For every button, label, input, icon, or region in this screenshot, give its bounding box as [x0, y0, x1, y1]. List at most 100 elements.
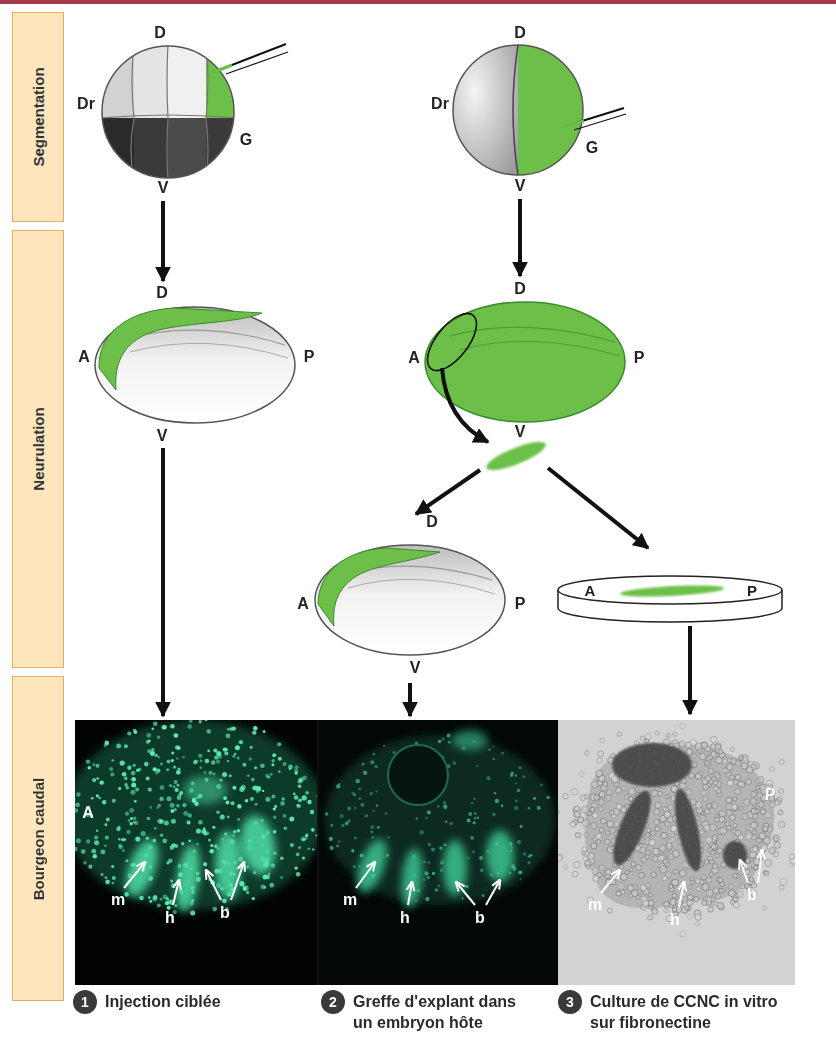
culture-photo: [762, 906, 766, 910]
culture-photo: [652, 909, 658, 915]
culture-photo: [754, 865, 758, 869]
culture-photo: [646, 832, 650, 836]
fluorescence-photo: [204, 771, 207, 774]
culture-photo: [655, 802, 661, 808]
culture-photo: [723, 841, 747, 869]
fluorescence-photo: [373, 810, 375, 812]
eight-cell-embryo: [100, 115, 240, 118]
culture-photo: [685, 906, 689, 910]
process-arrow: [161, 201, 165, 281]
fluorescence-photo: [188, 813, 192, 817]
fluorescence-photo: [176, 757, 178, 759]
fluorescence-photo: [363, 771, 367, 775]
culture-photo: [709, 780, 714, 785]
culture-photo: [621, 786, 626, 791]
fluorescence-photo: [213, 773, 216, 776]
panel-divider: [317, 720, 319, 985]
culture-photo: [712, 835, 718, 841]
culture-photo: [706, 890, 713, 897]
two-cell-embryo: [450, 42, 520, 182]
fluorescence-photo: [183, 811, 188, 816]
fluorescence-photo: [443, 805, 447, 809]
culture-photo: [603, 782, 608, 787]
axis-label: V: [515, 424, 526, 440]
culture-photo: [706, 897, 711, 902]
fluorescence-photo: [139, 896, 144, 901]
culture-photo: [660, 855, 666, 861]
fluorescence-photo: [118, 845, 123, 850]
fluorescence-photo: [302, 856, 305, 859]
fluorescence-photo: [157, 806, 160, 809]
fluorescence-photo: [298, 785, 301, 788]
culture-dish: [558, 576, 782, 604]
fluorescence-photo: [94, 836, 98, 840]
fluorescence-photo: [141, 831, 146, 836]
fluorescence-photo: [249, 757, 252, 760]
culture-photo: [708, 768, 714, 774]
culture-photo: [607, 789, 613, 795]
fluorescence-photo: [75, 847, 78, 852]
fluorescence-photo: [377, 826, 380, 829]
fluorescence-photo: [262, 790, 264, 792]
culture-photo: [720, 827, 727, 834]
culture-photo: [606, 786, 658, 869]
culture-photo: [585, 852, 589, 856]
culture-photo: [738, 835, 743, 840]
fluorescence-photo: [473, 821, 476, 824]
fluorescence-photo: [147, 817, 151, 821]
fluorescence-photo: [533, 797, 536, 800]
culture-photo: [604, 839, 609, 844]
fluorescence-photo: [110, 772, 114, 776]
fluorescence-photo: [160, 833, 164, 837]
fluorescence-photo: [260, 884, 265, 889]
fluorescence-photo: [174, 904, 177, 907]
culture-photo: [734, 781, 738, 785]
fluorescence-photo: [486, 830, 514, 882]
culture-photo: [707, 804, 712, 809]
fluorescence-photo: [294, 795, 298, 799]
fluorescence-photo: [376, 805, 378, 807]
culture-photo: [585, 743, 775, 908]
fluorescence-photo: [234, 753, 236, 755]
culture-photo: [664, 902, 670, 908]
fluorescence-photo: [231, 801, 235, 805]
culture-photo: [574, 861, 581, 868]
culture-photo: [583, 856, 587, 860]
structure-label: m: [588, 897, 602, 913]
fluorescence-photo: [518, 871, 522, 875]
culture-photo: [714, 787, 718, 791]
culture-photo: [722, 768, 727, 773]
embryo-outline: [102, 46, 234, 178]
fluorescence-photo: [172, 785, 175, 788]
fluorescence-photo: [182, 803, 186, 807]
fluorescence-photo: [510, 772, 514, 776]
fluorescence-photo: [149, 900, 152, 903]
panel-caption: 2Greffe d'explant dans un embryon hôte: [321, 990, 533, 1034]
culture-photo: [617, 883, 624, 890]
fluorescence-photo: [91, 797, 94, 800]
fluorescence-photo: [99, 797, 102, 800]
fluorescence-photo: [96, 794, 99, 797]
culture-photo: [582, 847, 587, 852]
fluorescence-photo: [443, 801, 446, 804]
culture-photo: [780, 885, 784, 889]
fluorescence-photo: [220, 815, 225, 820]
axis-label: D: [426, 514, 438, 530]
fluorescence-photo: [250, 797, 254, 801]
injection-needle: [214, 65, 232, 72]
culture-photo: [662, 876, 667, 881]
fluorescence-photo: [124, 838, 127, 841]
fluorescence-photo: [151, 727, 154, 730]
fluorescence-photo: [120, 835, 165, 900]
fluorescence-photo: [438, 740, 441, 743]
fluorescence-photo: [467, 857, 469, 859]
fluorescence-photo: [213, 748, 217, 752]
eight-cell-embryo: [100, 118, 240, 180]
fluorescence-photo: [101, 850, 106, 855]
process-arrow: [518, 199, 522, 276]
fluorescence-photo: [474, 798, 476, 800]
culture-photo: [679, 870, 686, 877]
culture-photo: [586, 865, 590, 869]
culture-photo: [686, 742, 692, 748]
structure-label: A: [82, 805, 94, 821]
